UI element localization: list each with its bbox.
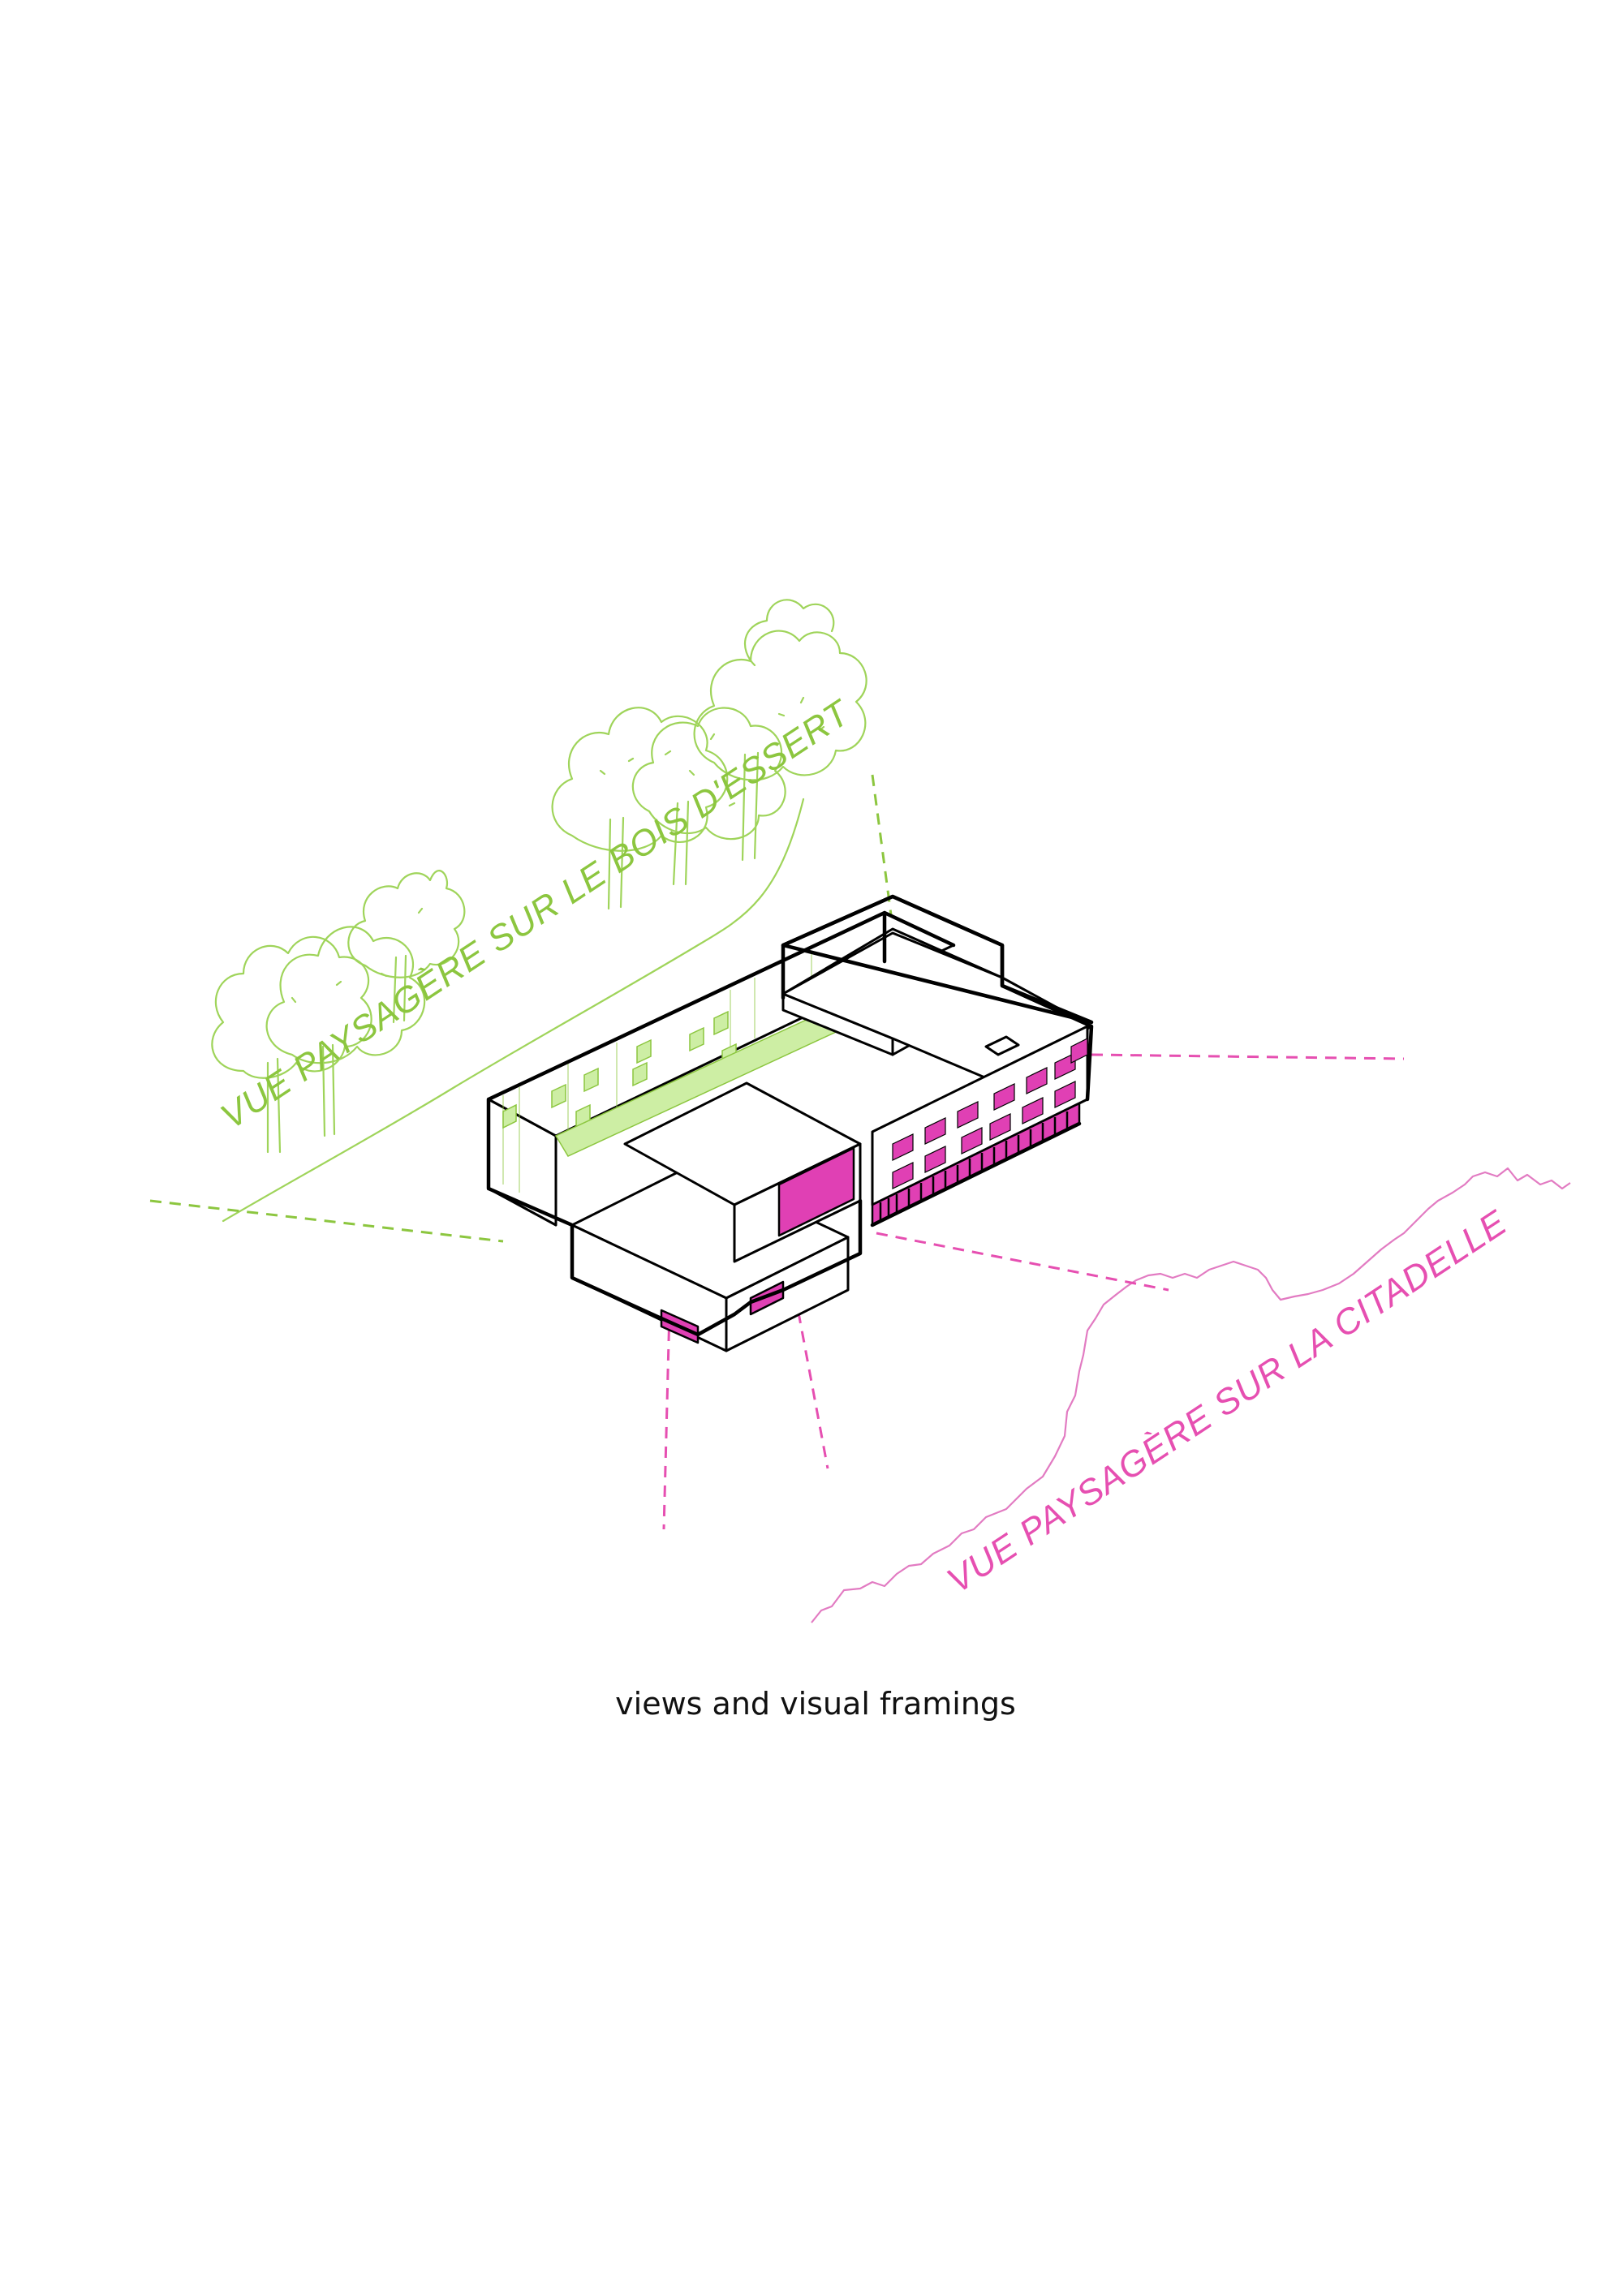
tree-5 [631,707,786,886]
citadelle-ridge [811,1167,1571,1623]
leaf-scribbles [291,696,825,1004]
window [961,1127,983,1154]
window [993,1083,1015,1111]
window [924,1146,946,1173]
window [924,1117,946,1145]
window [1070,1038,1088,1064]
green-view-line-north [871,774,898,958]
south-east-base [749,1280,785,1316]
central-box-magenta-face [777,1146,855,1237]
south-west-block-side [725,1236,850,1352]
tree-1 [211,935,372,1154]
east-wing-louvres [879,1111,1069,1221]
window [1026,1067,1048,1094]
green-view-line-west [149,1199,504,1243]
window [892,1162,914,1189]
window [583,1067,599,1093]
east-wing-windows [892,1038,1088,1189]
building-outline [486,894,1094,1337]
view-lines [149,774,1405,1530]
window [713,1010,729,1036]
window [632,1061,648,1087]
window [957,1101,979,1129]
pink-view-line-southeast [876,1232,1169,1292]
roof-opening [984,1035,1020,1056]
window [551,1083,566,1109]
ground-line [222,798,805,1223]
forest-sketch [211,599,867,1223]
window [502,1103,517,1129]
tree-6-top [743,599,835,667]
window [636,1038,652,1064]
pink-view-line-east [1091,1053,1405,1060]
window [1022,1097,1044,1124]
label-citadelle: VUE PAYSAGÈRE SUR LA CITADELLE [940,1202,1513,1601]
window [892,1133,914,1161]
label-bois-essert: VUE PAYSAGÈRE SUR LE BOIS D'ESSERT [213,692,858,1137]
pink-view-line-south [790,1273,829,1469]
window [689,1026,704,1052]
west-wing-glass-lines [502,953,812,1193]
pink-view-line-southwest [662,1309,671,1530]
building-axonometric [486,894,1094,1352]
tree-3 [347,870,466,1024]
tree-2 [265,926,426,1137]
window [989,1113,1011,1141]
diagram-caption: views and visual framings [615,1686,1016,1722]
tree-6 [693,630,867,862]
window [1054,1081,1076,1108]
window [1054,1052,1076,1080]
